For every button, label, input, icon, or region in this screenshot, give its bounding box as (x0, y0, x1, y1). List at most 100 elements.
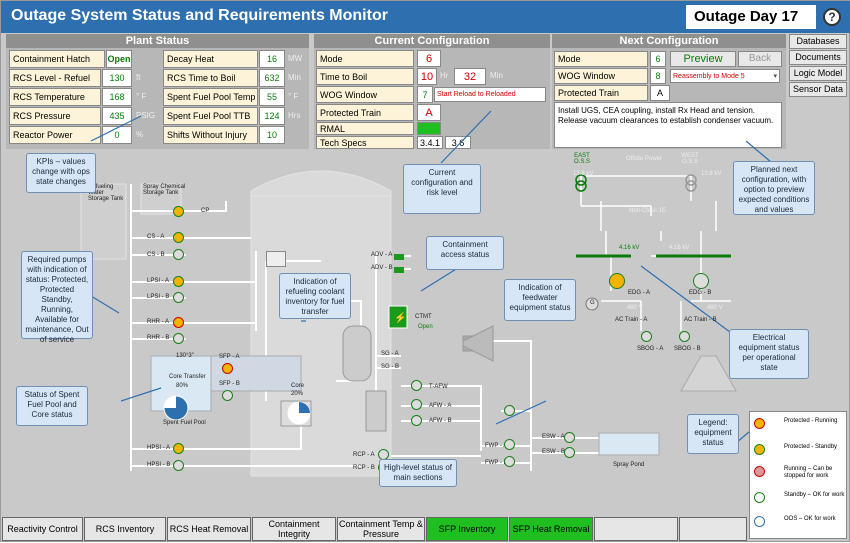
tab-empty-2[interactable] (679, 517, 747, 541)
cp-pump-icon[interactable] (173, 206, 184, 217)
current-ttb-min-unit: Min (490, 71, 503, 80)
legend-standby-text: Protected - Standby (784, 444, 838, 450)
databases-button[interactable]: Databases (789, 34, 847, 49)
next-config-header: Next Configuration (552, 34, 786, 48)
callout-refueling: Indication of refueling coolant inventor… (279, 273, 351, 319)
tafw-pump-icon[interactable] (411, 380, 422, 391)
next-mode-label: Mode (554, 51, 648, 67)
ctmt-label: CTMT (415, 314, 432, 320)
rcp-b-label: RCP - B (353, 465, 375, 471)
decay-heat-value: 16 (259, 50, 285, 68)
decay-heat-unit: MW (288, 54, 303, 63)
current-config-panel: Current Configuration Mode 6 Time to Boi… (314, 34, 550, 149)
tab-empty-1[interactable] (594, 517, 678, 541)
core-pct: 20% (291, 391, 304, 397)
sfp-b-pump-icon[interactable] (222, 390, 233, 401)
plant-status-panel: Plant Status Containment Hatch Open RCS … (6, 34, 309, 149)
oos-status-icon (754, 516, 765, 527)
rcs-time-to-boil-label: RCS Time to Boil (163, 69, 258, 87)
next-wog-label: WOG Window (554, 68, 648, 84)
app-title: Outage System Status and Requirements Mo… (11, 7, 388, 24)
containment-hatch-value: Open (106, 50, 132, 68)
sfp-ttb-unit: Hrs (288, 111, 301, 120)
rhr-b-pump-icon[interactable] (173, 333, 184, 344)
rhr-a-label: RHR - A (147, 319, 170, 325)
running-status-icon (754, 418, 765, 429)
tech-specs-value[interactable]: 3.4.1 (417, 136, 443, 149)
feedwater-pump-icon[interactable] (504, 405, 515, 416)
lpsi-b-pump-icon[interactable] (173, 292, 184, 303)
callout-sfp-core: Status of Spent Fuel Pool and Core statu… (16, 386, 88, 426)
v480-a-label: 480 V (627, 305, 643, 311)
rcs-pressure-unit: PSIG (136, 111, 156, 120)
next-mode-value[interactable]: 6 (650, 51, 666, 67)
tech-specs-label: Tech Specs (316, 136, 414, 149)
west-oss-label: WEST O.S.S (681, 153, 699, 165)
hpsi-a-pump-icon[interactable] (173, 443, 184, 454)
callout-electrical: Electrical equipment status per operatio… (729, 329, 809, 379)
tab-rcs-inventory[interactable]: RCS Inventory (84, 517, 166, 541)
documents-button[interactable]: Documents (789, 50, 847, 65)
next-train-value[interactable]: A (650, 85, 670, 101)
kv416-b-label: 4.16 kV (669, 245, 690, 251)
cs-b-pump-icon[interactable] (173, 249, 184, 260)
fwp-b-pump-icon[interactable] (504, 456, 515, 467)
current-ttb-hr-unit: Hr (440, 71, 449, 80)
current-ttb-hr: 10 (417, 68, 437, 85)
shifts-without-injury-label: Shifts Without Injury (163, 126, 258, 144)
tab-containment-temp-pressure[interactable]: Containment Temp & Pressure (337, 517, 425, 541)
rcs-time-to-boil-value: 632 (259, 69, 285, 87)
esw-b-pump-icon[interactable] (564, 447, 575, 458)
rhr-b-label: RHR - B (147, 335, 170, 341)
rcs-level-value: 130 (102, 69, 132, 87)
tab-reactivity-control[interactable]: Reactivity Control (2, 517, 83, 541)
edg-b-icon[interactable] (693, 273, 709, 289)
rhr-a-pump-icon[interactable] (173, 317, 184, 328)
current-train-value[interactable]: A (417, 104, 441, 121)
rcp-a-label: RCP - A (353, 452, 375, 458)
adv-a-valve-icon[interactable] (394, 254, 404, 260)
esw-a-pump-icon[interactable] (564, 432, 575, 443)
cs-b-label: CS - B (147, 252, 165, 258)
fwp-a-pump-icon[interactable] (504, 439, 515, 450)
sensor-data-button[interactable]: Sensor Data (789, 82, 847, 97)
non-class-label: Non-Class 1E (629, 208, 667, 214)
tab-sfp-inventory[interactable]: SFP Inventory (426, 517, 508, 541)
ac-train-a-label: AC Train - A (615, 317, 648, 323)
next-train-label: Protected Train (554, 85, 648, 101)
lpsi-a-pump-icon[interactable] (173, 276, 184, 287)
shifts-without-injury-value: 10 (259, 126, 285, 144)
back-button[interactable]: Back (738, 51, 782, 67)
tab-rcs-heat-removal[interactable]: RCS Heat Removal (167, 517, 251, 541)
edg-a-icon[interactable] (609, 273, 625, 289)
tab-containment-integrity[interactable]: Containment Integrity (252, 517, 336, 541)
sbog-b-label: SBOG - B (674, 346, 701, 352)
logic-model-button[interactable]: Logic Model (789, 66, 847, 81)
sfp-a-pump-icon[interactable] (222, 363, 233, 374)
hpsi-b-label: HPSI - B (147, 462, 171, 468)
tafw-label: T-AFW (429, 384, 448, 390)
next-wog-value: 8 (650, 68, 666, 84)
afw-b-pump-icon[interactable] (411, 415, 422, 426)
esw-b-label: ESW - B (542, 449, 566, 455)
help-icon[interactable]: ? (823, 8, 841, 26)
next-wog-select[interactable]: Reassembly to Mode 5▾ (670, 69, 780, 83)
legend-running-text: Protected - Running (784, 418, 838, 424)
current-config-header: Current Configuration (314, 34, 550, 48)
rcs-time-to-boil-unit: Min (288, 73, 301, 82)
rcs-pressure-label: RCS Pressure (9, 107, 101, 125)
current-wog-select[interactable]: Start Reload to Reloaded (434, 87, 546, 102)
tab-sfp-heat-removal[interactable]: SFP Heat Removal (509, 517, 593, 541)
preview-button[interactable]: Preview (670, 51, 736, 67)
cs-a-pump-icon[interactable] (173, 232, 184, 243)
rcs-pressure-value: 435 (102, 107, 132, 125)
hpsi-b-pump-icon[interactable] (173, 460, 184, 471)
sbog-a-icon[interactable] (641, 331, 652, 342)
sfp-temp-value: 55 (259, 88, 285, 106)
afw-a-pump-icon[interactable] (411, 399, 422, 410)
adv-b-valve-icon[interactable] (394, 267, 404, 273)
sbog-b-icon[interactable] (679, 331, 690, 342)
rcs-temperature-unit: ° F (136, 92, 147, 101)
